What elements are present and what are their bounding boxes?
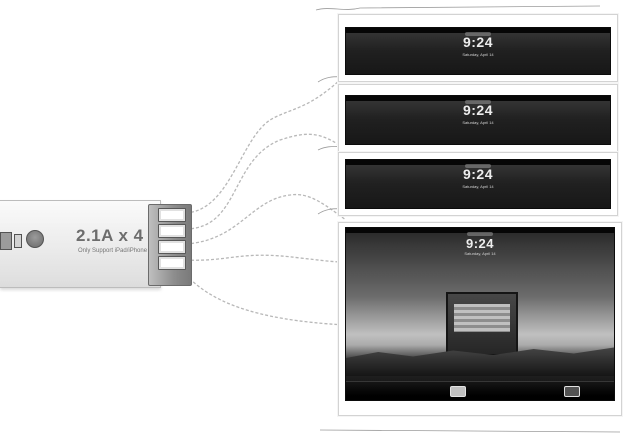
status-bar: [346, 160, 610, 165]
hub-label: 2.1A x 4: [76, 226, 144, 245]
lock-screen: 9:24 Saturday, April 14: [345, 159, 611, 209]
circle-logo-icon: [26, 230, 44, 248]
lock-date: Saturday, April 14: [462, 120, 494, 125]
lock-date: Saturday, April 14: [462, 52, 494, 57]
lock-screen: 9:24 Saturday, April 14: [345, 95, 611, 145]
lock-icon: [464, 164, 492, 168]
unlock-slider-icon: [564, 386, 580, 397]
lock-time: 9:24: [462, 166, 494, 182]
cable-5: [185, 274, 347, 326]
status-bar: [346, 96, 610, 101]
lock-date: Saturday, April 14: [464, 251, 496, 256]
lock-screen: 9:24 Saturday, April 14: [345, 227, 615, 401]
hub-subtitle: Only Support iPad/iPhone: [78, 248, 148, 254]
wallpaper-photo: [446, 292, 518, 356]
unlock-bar: [346, 381, 614, 400]
cable-1: [185, 73, 347, 214]
cable-2: [185, 133, 347, 230]
lock-time: 9:24: [462, 102, 494, 118]
power-socket-icon: [14, 234, 22, 248]
status-bar: [346, 28, 610, 33]
lock-time: 9:24: [465, 236, 495, 251]
cable-3: [185, 193, 347, 245]
usb-port-3: [158, 240, 186, 254]
lock-screen: 9:24 Saturday, April 14: [345, 27, 611, 75]
usb-port-1: [158, 208, 186, 222]
lock-time: 9:24: [462, 34, 494, 50]
power-plug-icon: [0, 232, 12, 250]
lock-date: Saturday, April 14: [462, 184, 494, 189]
lock-icon: [464, 32, 492, 36]
tablet-1: 9:24 Saturday, April 14: [338, 14, 618, 82]
lock-icon: [466, 232, 494, 236]
usb-port-4: [158, 256, 186, 270]
cable-4: [185, 254, 347, 263]
camera-icon: [450, 386, 466, 397]
tablet-3: 9:24 Saturday, April 14: [338, 152, 618, 216]
status-bar: [346, 228, 614, 233]
tablet-4: 9:24 Saturday, April 14: [338, 222, 622, 416]
lock-icon: [464, 100, 492, 104]
tablet-2: 9:24 Saturday, April 14: [338, 84, 618, 152]
usb-port-2: [158, 224, 186, 238]
